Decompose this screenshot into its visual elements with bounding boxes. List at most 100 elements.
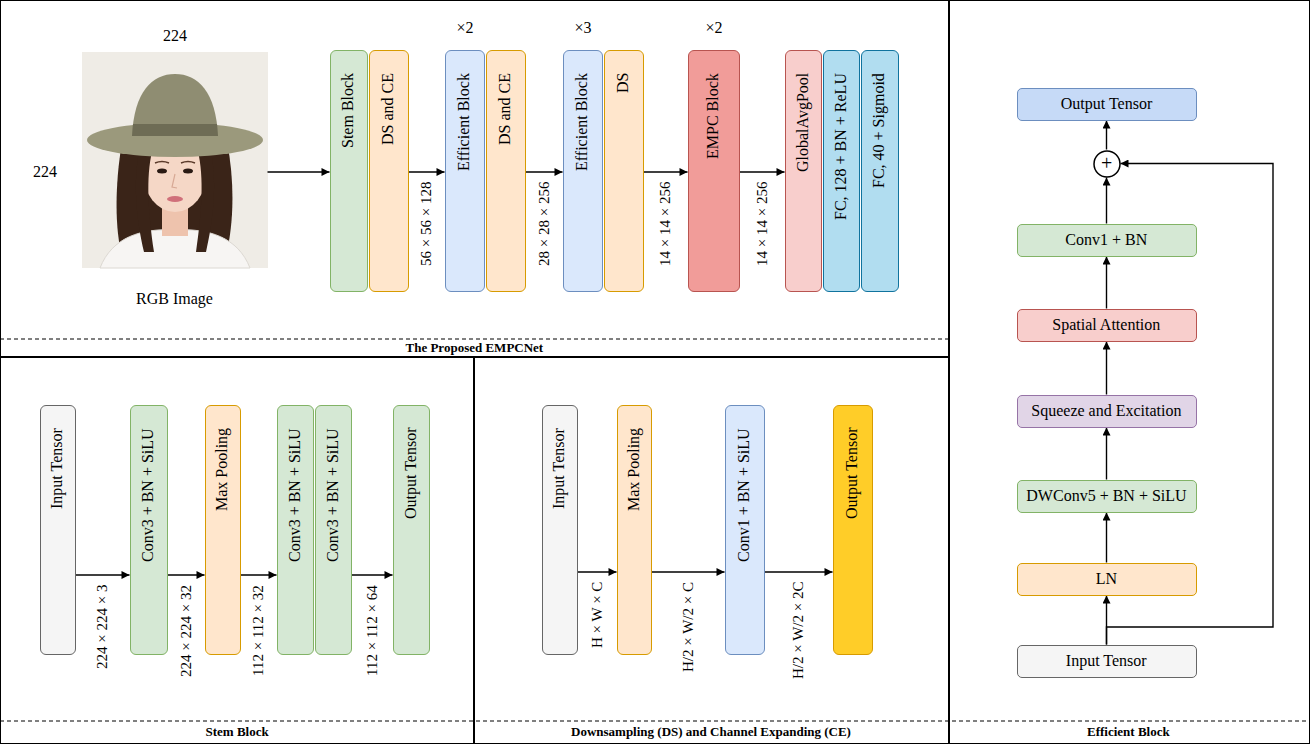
attention-box: Spatial Attention — [1017, 309, 1197, 342]
dashed-separator — [0, 721, 1310, 722]
tensor-box: Output Tensor — [833, 405, 873, 655]
arrow-connector — [1106, 178, 1107, 224]
arrow-connector — [526, 171, 563, 172]
fc-block: FC, 128 + BN + ReLU — [823, 50, 860, 292]
sum-circle — [1094, 151, 1120, 177]
arrow-connector — [352, 574, 393, 575]
arrow-connector — [740, 171, 785, 172]
block-label: FC, 40 + Sigmoid — [870, 73, 888, 188]
block-label: Conv3 + BN + SiLU — [324, 428, 342, 562]
panel-title: Stem Block — [206, 725, 269, 740]
block-label: Input Tensor — [1066, 652, 1147, 670]
eye — [157, 169, 167, 174]
block-label: Efficient Block — [455, 73, 473, 171]
arrow-connector — [644, 171, 688, 172]
tensor-box: Input Tensor — [40, 405, 76, 655]
hair — [136, 147, 154, 252]
panel-title: The Proposed EMPCNet — [406, 341, 544, 356]
block-label: DS and CE — [496, 73, 514, 145]
arrow-connector — [578, 571, 617, 572]
block-label: LN — [1096, 570, 1117, 588]
shape-label: H × W × C — [589, 582, 606, 648]
stem-block: Stem Block — [330, 50, 368, 292]
sum-node: + — [1093, 150, 1121, 178]
photo-background — [82, 52, 268, 268]
shape-label: 112 × 112 × 32 — [250, 585, 267, 676]
panel-title: Downsampling (DS) and Channel Expanding … — [571, 725, 851, 740]
efficient-panel: Efficient Block Output Tensor + Conv1 + BN S… — [948, 0, 1310, 744]
arrow-connector — [1106, 513, 1107, 563]
arrow-connector — [652, 571, 725, 572]
attention-box: Squeeze and Excitation — [1017, 395, 1197, 428]
repeat-label: ×2 — [457, 19, 474, 37]
conv-box: DWConv5 + BN + SiLU — [1017, 480, 1197, 513]
shape-label: 14 × 14 × 256 — [754, 182, 771, 266]
block-label: Spatial Attention — [1052, 316, 1160, 334]
eye — [183, 169, 193, 174]
shape-label: 224 × 224 × 3 — [94, 585, 111, 669]
efficient-block: Efficient Block — [563, 50, 603, 292]
lips — [167, 196, 183, 202]
pool-box: Max Pooling — [205, 405, 241, 655]
arrow-connector — [1106, 121, 1107, 150]
hair — [196, 147, 214, 252]
block-label: Output Tensor — [843, 427, 861, 518]
arrow-connector — [409, 171, 445, 172]
block-label: EMPC Block — [704, 73, 722, 159]
sum-symbol: + — [1101, 152, 1112, 175]
hat-crown — [132, 74, 218, 136]
input-image: RGB Image — [82, 52, 268, 268]
eyebrow — [181, 162, 195, 164]
image-caption: RGB Image — [136, 290, 213, 308]
arrow-connector — [1106, 428, 1107, 480]
arrow-connector — [76, 574, 130, 575]
block-label: Conv1 + BN — [1065, 231, 1147, 249]
dashed-separator — [0, 339, 950, 340]
block-label: Conv3 + BN + SiLU — [139, 428, 157, 562]
block-label: DS and CE — [379, 73, 397, 145]
norm-box: LN — [1017, 563, 1197, 596]
downsample-block: DS and CE — [486, 50, 526, 292]
block-label: GlobalAvgPool — [794, 72, 812, 171]
panel-title: Efficient Block — [1087, 725, 1170, 740]
block-label: Max Pooling — [213, 427, 231, 510]
block-label: Input Tensor — [48, 428, 66, 509]
fc-block: FC, 40 + Sigmoid — [861, 50, 899, 292]
arrow-connector — [1106, 257, 1107, 309]
conv-box: Conv3 + BN + SiLU — [277, 405, 314, 655]
conv-box: Conv1 + BN + SiLU — [725, 405, 765, 655]
downsample-block: DS — [604, 50, 644, 292]
size-label: 224 — [33, 163, 57, 181]
nose — [172, 174, 177, 188]
block-label: Stem Block — [339, 72, 357, 147]
conv-box: Conv3 + BN + SiLU — [130, 405, 168, 655]
block-label: Output Tensor — [402, 427, 420, 518]
downsample-panel: Downsampling (DS) and Channel Expanding … — [473, 356, 950, 744]
shape-label: 56 × 56 × 128 — [418, 182, 435, 266]
arrow-connector — [765, 571, 833, 572]
pooling-block: GlobalAvgPool — [785, 50, 822, 292]
tensor-box: Input Tensor — [542, 405, 578, 655]
arrow-connector — [268, 171, 330, 172]
shape-label: 112 × 112 × 64 — [364, 585, 381, 676]
conv-box: Conv1 + BN — [1017, 224, 1197, 257]
repeat-label: ×2 — [706, 19, 723, 37]
block-label: Input Tensor — [550, 428, 568, 509]
shape-label: 14 × 14 × 256 — [657, 182, 674, 266]
figure-panel: The Proposed EMPCNet RGB Image Stem Block D… — [0, 0, 950, 358]
downsample-block: DS and CE — [369, 50, 409, 292]
arrow-connector — [168, 574, 205, 575]
block-label: Output Tensor — [1061, 95, 1152, 113]
hat-brim — [87, 123, 263, 157]
block-label: FC, 128 + BN + ReLU — [832, 73, 850, 220]
shape-label: 28 × 28 × 256 — [536, 182, 553, 266]
repeat-label: ×3 — [575, 19, 592, 37]
block-label: Conv1 + BN + SiLU — [735, 428, 753, 562]
block-label: DWConv5 + BN + SiLU — [1026, 487, 1186, 505]
block-label: Squeeze and Excitation — [1031, 402, 1181, 420]
tensor-box: Output Tensor — [393, 405, 430, 655]
shape-label: 224 × 224 × 32 — [178, 585, 195, 677]
